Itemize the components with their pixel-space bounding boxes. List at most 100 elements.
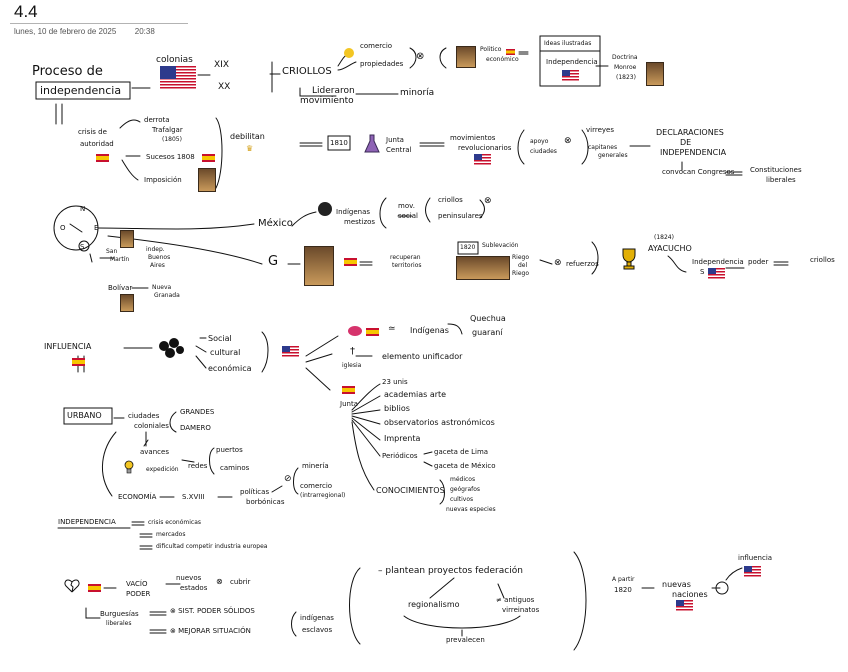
label-quechua: Quechua — [470, 314, 506, 323]
label-regionalismo: regionalismo — [408, 600, 460, 609]
spain-flag-icon — [344, 258, 357, 266]
main-title-line2: independencia — [40, 84, 122, 97]
label-imposicion: Imposición — [144, 176, 182, 184]
label-sucesos: Sucesos 1808 — [146, 153, 195, 161]
label-indigenas: Indígenas — [336, 208, 371, 216]
coin-icon — [344, 48, 354, 58]
label-monroe-year: (1823) — [616, 74, 636, 81]
crown-icon: ♛ — [246, 144, 254, 153]
label-indigenas-lang: Indígenas — [410, 326, 449, 335]
spain-flag-icon — [506, 49, 515, 55]
label-junta: Junta — [386, 136, 404, 144]
label-periodicos: Periódicos — [382, 452, 418, 460]
label-antiguos: ≠ antiguos — [496, 596, 535, 604]
label-granada: Granada — [154, 292, 180, 299]
label-sxviii: S.XVIII — [182, 493, 205, 501]
paw-icon — [156, 338, 184, 358]
spain-flag-icon — [88, 584, 101, 592]
label-xix: XIX — [214, 60, 229, 70]
label-academias: academias arte — [384, 390, 447, 399]
label-gaceta-mexico: gaceta de México — [434, 462, 496, 470]
usa-flag-icon — [474, 154, 491, 165]
label-naciones: naciones — [672, 590, 708, 599]
label-independencia-caps: INDEPENDENCIA — [660, 148, 727, 157]
spain-flag-icon — [342, 386, 355, 394]
portrait-icon — [456, 256, 510, 280]
label-geografos: geógrafos — [450, 486, 481, 493]
label-virreyes: virreyes — [586, 126, 614, 134]
label-sublevacion: Sublevación — [482, 242, 519, 249]
label-independencia-block: INDEPENDENCIA — [58, 518, 116, 526]
label-unis: 23 unis — [382, 378, 408, 386]
label-economica: económica — [208, 364, 252, 373]
label-mercados: mercados — [156, 531, 186, 538]
trophy-icon — [620, 248, 638, 270]
label-indigenas-bottom: indígenas — [300, 614, 334, 622]
label-colonias: colonias — [156, 55, 193, 65]
label-iglesia: iglesia — [342, 362, 362, 369]
label-year-1824: (1824) — [654, 234, 674, 241]
cross-circle-icon: ⊗ — [416, 51, 425, 62]
label-constituciones: Constituciones — [750, 166, 802, 174]
label-movimiento: movimiento — [300, 96, 354, 106]
label-mejorar: ⊗ MEJORAR SITUACIÓN — [170, 627, 251, 635]
label-nueva: Nueva — [152, 284, 172, 291]
label-economico: económico — [486, 56, 519, 63]
compass-e: E — [94, 224, 99, 232]
heart-icon — [348, 326, 362, 336]
label-minoria: minoría — [400, 88, 435, 98]
usa-flag-icon — [708, 268, 725, 279]
flask-icon — [364, 134, 380, 154]
portrait-icon — [198, 168, 216, 192]
label-central: Central — [386, 146, 412, 154]
label-influencia-bottom: influencia — [738, 554, 773, 562]
label-independencia-s: Independencia — [692, 258, 744, 266]
label-de: DE — [680, 138, 692, 147]
label-burguesias: Burguesías — [100, 610, 139, 618]
label-virreinatos: virreinatos — [502, 606, 540, 614]
label-s: S — [700, 268, 705, 276]
label-capitanes: capitanes — [588, 144, 618, 151]
label-derrota: derrota — [144, 116, 170, 124]
usa-flag-icon — [744, 566, 761, 577]
label-mineria: minería — [302, 462, 329, 470]
label-criollos: CRIOLLOS — [282, 66, 332, 77]
label-autoridad: autoridad — [80, 140, 114, 148]
approx-icon: ≃ — [388, 324, 396, 334]
label-convocan: convocan Congresos — [662, 168, 735, 176]
cross-religion-icon: † — [350, 346, 355, 357]
label-politicas: políticas — [240, 488, 270, 496]
spain-flag-icon — [202, 154, 215, 162]
label-mexico: México — [258, 218, 293, 229]
label-cultivos: cultivos — [450, 496, 474, 503]
label-plantean-text: plantean proyectos federación — [385, 566, 523, 576]
label-social: Social — [208, 334, 232, 343]
label-comercio-intra: comercio — [300, 482, 333, 490]
label-damero: DAMERO — [180, 424, 211, 432]
label-redes: redes — [188, 462, 208, 470]
label-liberales: liberales — [106, 620, 132, 627]
label-recuperan: recuperan — [390, 254, 421, 261]
label-riego-3: Riego — [512, 270, 530, 277]
label-ideas-ilustradas: Ideas ilustradas — [544, 40, 592, 47]
label-dificultad: dificultad competir industria europea — [156, 543, 268, 550]
label-observatorios: observatorios astronómicos — [384, 418, 495, 427]
spain-flag-icon — [96, 154, 109, 162]
label-economia: ECONOMÍA — [118, 493, 157, 501]
label-sist-poder-text: SIST. PODER SÓLIDOS — [178, 607, 255, 615]
label-caminos: caminos — [220, 464, 250, 472]
label-doctrina: Doctrina — [612, 54, 638, 61]
label-bibliotecas: biblios — [384, 404, 410, 413]
label-refuerzos: refuerzos — [566, 260, 599, 268]
cross-circle-icon: ⊗ — [564, 136, 572, 146]
label-generales: generales — [598, 152, 628, 159]
label-san: San — [106, 248, 118, 255]
page-title: 4.4 — [14, 2, 38, 21]
label-criollos-small: criollos — [438, 196, 463, 204]
label-crisis-economicas: crisis económicas — [148, 519, 202, 526]
label-politico: Politico — [480, 46, 502, 53]
lightbulb-icon — [124, 460, 134, 474]
label-ayacucho: AYACUCHO — [648, 244, 692, 253]
label-monroe: Monroe — [614, 64, 637, 71]
label-year-1810: 1810 — [330, 139, 348, 147]
